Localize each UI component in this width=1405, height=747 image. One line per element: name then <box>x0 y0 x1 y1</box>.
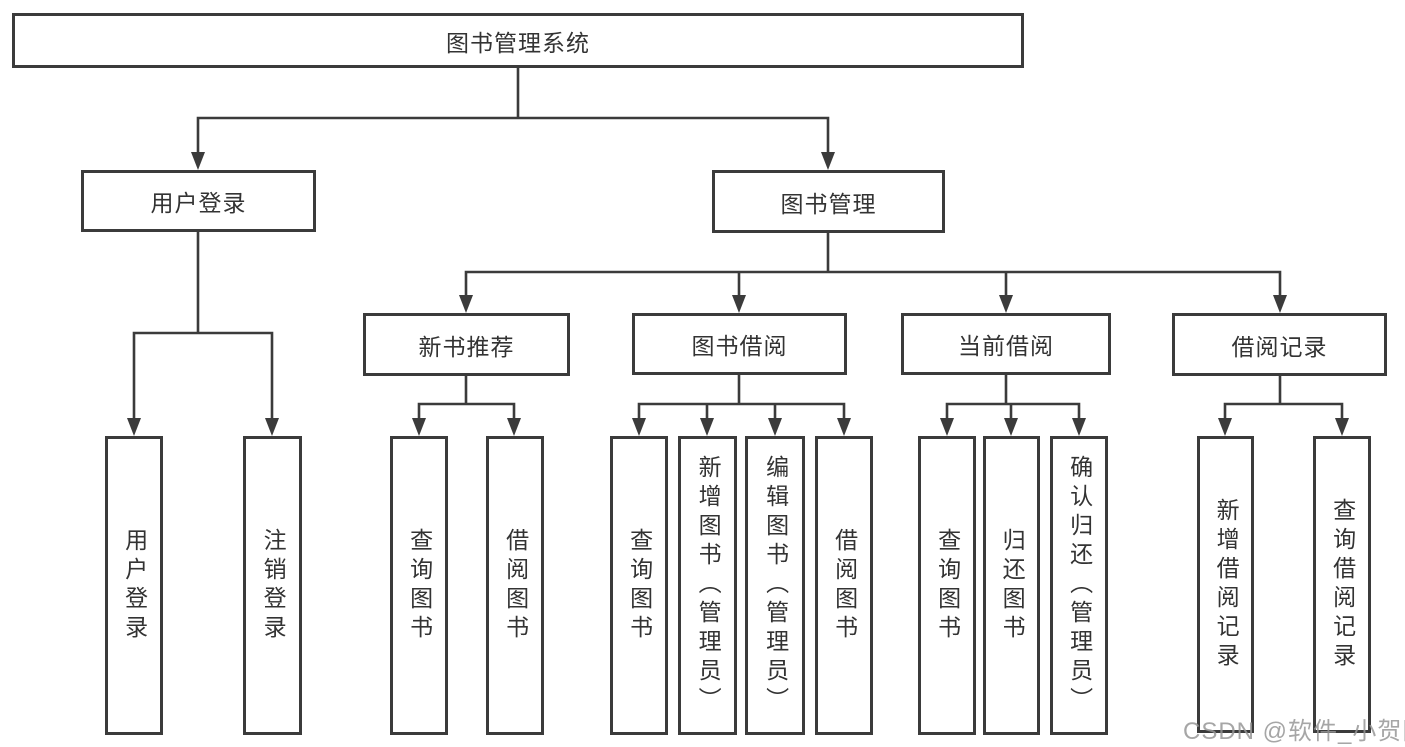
node-borrow-records: 借阅记录 <box>1172 313 1387 376</box>
node-user-login: 用户登录 <box>81 170 316 232</box>
leaf-label: 注销登录 <box>260 527 287 644</box>
leaf-confirm-return-admin: 确认归还（管理员） <box>1050 436 1108 735</box>
arrowheads <box>127 152 1349 436</box>
leaf-query-books-borrowing: 查询图书 <box>610 436 668 735</box>
leaf-label: 编辑图书（管理员） <box>762 455 789 716</box>
leaf-logout: 注销登录 <box>243 436 302 735</box>
leaf-user-login: 用户登录 <box>105 436 163 735</box>
leaf-label: 借阅图书 <box>831 527 858 644</box>
node-book-management: 图书管理 <box>712 170 945 233</box>
node-book-borrowing: 图书借阅 <box>632 313 847 375</box>
leaf-borrow-books: 借阅图书 <box>815 436 873 735</box>
leaf-label: 查询图书 <box>626 527 653 644</box>
leaf-label: 查询借阅记录 <box>1329 497 1356 672</box>
leaf-label: 用户登录 <box>121 527 148 644</box>
leaf-label: 归还图书 <box>999 527 1026 644</box>
node-current-borrowing: 当前借阅 <box>901 313 1111 375</box>
leaf-label: 借阅图书 <box>502 527 529 644</box>
node-new-book-recommend: 新书推荐 <box>363 313 570 376</box>
csdn-watermark: CSDN @软件_小贺同学 <box>1183 718 1405 745</box>
leaf-query-books-current: 查询图书 <box>918 436 976 735</box>
leaf-label: 新增图书（管理员） <box>695 455 722 716</box>
leaf-label: 查询图书 <box>934 527 961 644</box>
leaf-return-books: 归还图书 <box>983 436 1040 735</box>
node-root-system: 图书管理系统 <box>12 13 1024 68</box>
leaf-label: 查询图书 <box>406 527 433 644</box>
leaf-borrow-books-recommend: 借阅图书 <box>486 436 544 735</box>
leaf-add-books-admin: 新增图书（管理员） <box>678 436 737 735</box>
leaf-query-borrow-record: 查询借阅记录 <box>1313 436 1371 733</box>
leaf-label: 新增借阅记录 <box>1213 497 1240 672</box>
leaf-edit-books-admin: 编辑图书（管理员） <box>745 436 805 735</box>
leaf-query-books-recommend: 查询图书 <box>390 436 448 735</box>
leaf-label: 确认归还（管理员） <box>1066 455 1093 716</box>
leaf-add-borrow-record: 新增借阅记录 <box>1197 436 1254 733</box>
